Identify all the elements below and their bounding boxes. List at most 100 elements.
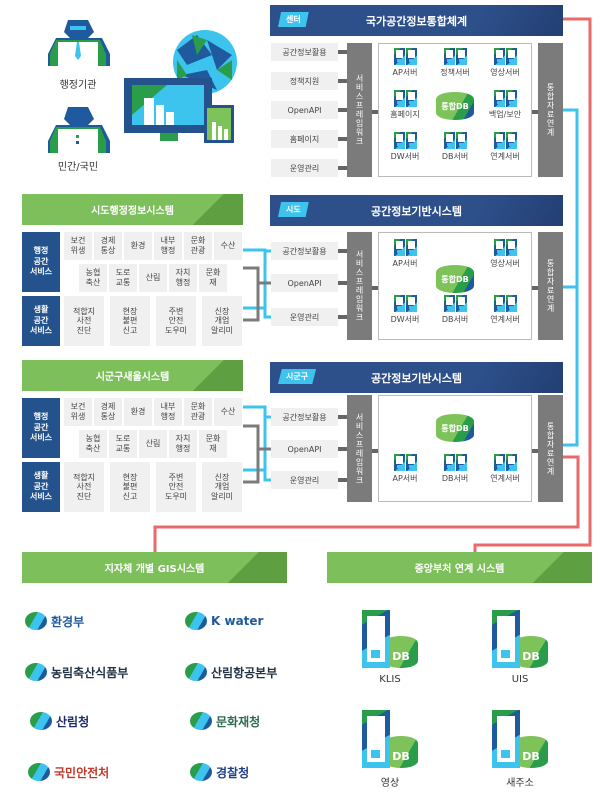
life-service-tile[interactable]: 신장 개업 알리미 (202, 462, 242, 512)
admin-service-tile[interactable]: 농협 축산 (79, 264, 107, 292)
admin-service-tile[interactable]: 도로 교통 (109, 264, 137, 292)
admin-service-tile[interactable]: 수산 (214, 232, 242, 260)
server-label: 백업/보안 (488, 110, 522, 119)
server-icon (493, 295, 517, 312)
admin-service-tile[interactable]: 환경 (124, 232, 152, 260)
db-icon: 통합DB (436, 92, 474, 120)
service-box[interactable]: 공간정보활용 (271, 43, 338, 61)
logo-text: 문화재청 (216, 714, 261, 729)
admin-service-tile[interactable]: 문화 재 (199, 264, 227, 292)
admin-service-tile[interactable]: 내부 행정 (154, 232, 182, 260)
admin-service-tile[interactable]: 수산 (214, 398, 242, 426)
admin-service-tile[interactable]: 내부 행정 (154, 398, 182, 426)
service-box[interactable]: 공간정보활용 (271, 242, 338, 260)
agency-logo[interactable]: K water (185, 612, 263, 630)
agency-logo[interactable]: 문화재청 (190, 712, 260, 730)
tier-title: 공간정보기반시스템 (370, 204, 463, 218)
local-gis-header: 지자체 개별 GIS시스템 (22, 552, 287, 583)
server-label: DB서버 (441, 152, 469, 161)
admin-service-tile[interactable]: 농협 축산 (79, 430, 107, 458)
logo-mark-icon (190, 763, 212, 781)
server-item: 홈페이지 (383, 90, 427, 120)
service-box[interactable]: 공간정보활용 (271, 408, 338, 426)
admin-service-tile[interactable]: 자치 행정 (169, 264, 197, 292)
agency-logo[interactable]: 국민안전처 (28, 763, 109, 781)
logo-mark-icon (185, 663, 207, 681)
server-label: AP서버 (392, 474, 418, 483)
life-service-tile[interactable]: 주변 안전 도우미 (156, 462, 196, 512)
tier-title: 국가공간정보통합체계 (365, 14, 468, 28)
service-box[interactable]: 운영관리 (271, 159, 338, 177)
connector (532, 110, 538, 114)
admin-service-tile[interactable]: 보건 위생 (64, 232, 92, 260)
admin-service-tile[interactable]: 문화 관광 (184, 232, 212, 260)
server-unit (405, 90, 417, 107)
service-box[interactable]: 홈페이지 (271, 130, 338, 148)
citizen-icon (46, 105, 110, 159)
server-icon (443, 132, 467, 149)
service-box[interactable]: 정책지원 (271, 72, 338, 90)
actor-label: 행정기관 (59, 80, 97, 91)
admin-service-tile[interactable]: 자치 행정 (169, 430, 197, 458)
server-item: DB서버 (433, 454, 477, 484)
service-box[interactable]: 운영관리 (271, 471, 338, 489)
server-unit (455, 48, 467, 65)
server-icon (393, 48, 417, 65)
life-service-label: 생활 공간 서비스 (22, 296, 60, 346)
server-unit (393, 132, 405, 149)
service-framework-bar: 서비스프레임워크 (347, 43, 372, 177)
server-unit (455, 454, 467, 471)
service-box[interactable]: 운영관리 (271, 308, 338, 326)
tier-header: 시도 공간정보기반시스템 (270, 195, 563, 226)
admin-service-tile[interactable]: 문화 관광 (184, 398, 212, 426)
server-unit (455, 295, 467, 312)
service-box[interactable]: OpenAPI (271, 274, 338, 292)
server-icon (493, 90, 517, 107)
admin-service-tile[interactable]: 문화 재 (199, 430, 227, 458)
server-label: AP서버 (392, 259, 418, 268)
service-box[interactable]: OpenAPI (271, 101, 338, 119)
central-system-label: UIS (511, 674, 529, 685)
life-service-tile[interactable]: 현장 불편 신고 (110, 296, 150, 346)
server-unit (393, 90, 405, 107)
logo-text: 산림청 (56, 714, 90, 729)
admin-service-tile[interactable]: 산림 (139, 264, 167, 292)
admin-service-tile[interactable]: 도로 교통 (109, 430, 137, 458)
agency-logo[interactable]: 환경부 (25, 612, 84, 630)
admin-service-tile[interactable]: 경제 통상 (94, 398, 122, 426)
logo-text: 산림항공본부 (211, 665, 278, 680)
life-service-tile[interactable]: 적합지 사전 진단 (64, 462, 104, 512)
service-box[interactable]: OpenAPI (271, 440, 338, 458)
agency-logo[interactable]: 산림청 (30, 712, 89, 730)
integrated-db: 통합DB (433, 265, 477, 293)
agency-logo[interactable]: 경찰청 (190, 763, 249, 781)
life-service-tile[interactable]: 주변 안전 도우미 (156, 296, 196, 346)
server-unit (455, 132, 467, 149)
integrated-db: 통합DB (433, 414, 477, 442)
agency-logo[interactable]: 산림항공본부 (185, 663, 277, 681)
logo-text: 국민안전처 (54, 765, 110, 780)
life-service-tile[interactable]: 신장 개업 알리미 (202, 296, 242, 346)
tier-badge: 시도 (278, 202, 309, 217)
data-link-bar: 통합자료연계 (538, 232, 563, 340)
admin-service-tile[interactable]: 환경 (124, 398, 152, 426)
life-service-tile[interactable]: 현장 불편 신고 (110, 462, 150, 512)
server-item: DB서버 (433, 295, 477, 325)
server-icon (443, 48, 467, 65)
server-label: DB서버 (441, 474, 469, 483)
connector (338, 447, 347, 451)
admin-service-tile[interactable]: 보건 위생 (64, 398, 92, 426)
server-icon (492, 610, 520, 668)
data-link-bar: 통합자료연계 (538, 43, 563, 177)
server-icon (493, 132, 517, 149)
server-icon (362, 710, 390, 768)
admin-service-tile[interactable]: 경제 통상 (94, 232, 122, 260)
server-item: 연계서버 (483, 132, 527, 162)
agency-logo[interactable]: 농림축산식품부 (25, 663, 128, 681)
life-service-tile[interactable]: 적합지 사전 진단 (64, 296, 104, 346)
admin-service-tile[interactable]: 산림 (139, 430, 167, 458)
